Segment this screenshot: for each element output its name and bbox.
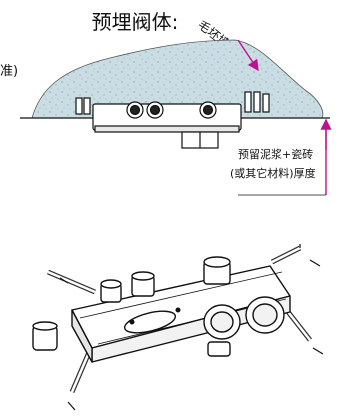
- diagram-title: 预埋阀体:: [91, 10, 179, 34]
- valve-isometric: [32, 244, 324, 411]
- valve-body-section: [75, 91, 270, 149]
- wall-arrow: [237, 39, 259, 72]
- mortar-label-line1: 预留泥浆+瓷砖: [238, 148, 314, 161]
- left-edge-label: 准): [0, 64, 19, 79]
- mortar-label-line2: (或其它材料)厚度: [230, 167, 316, 180]
